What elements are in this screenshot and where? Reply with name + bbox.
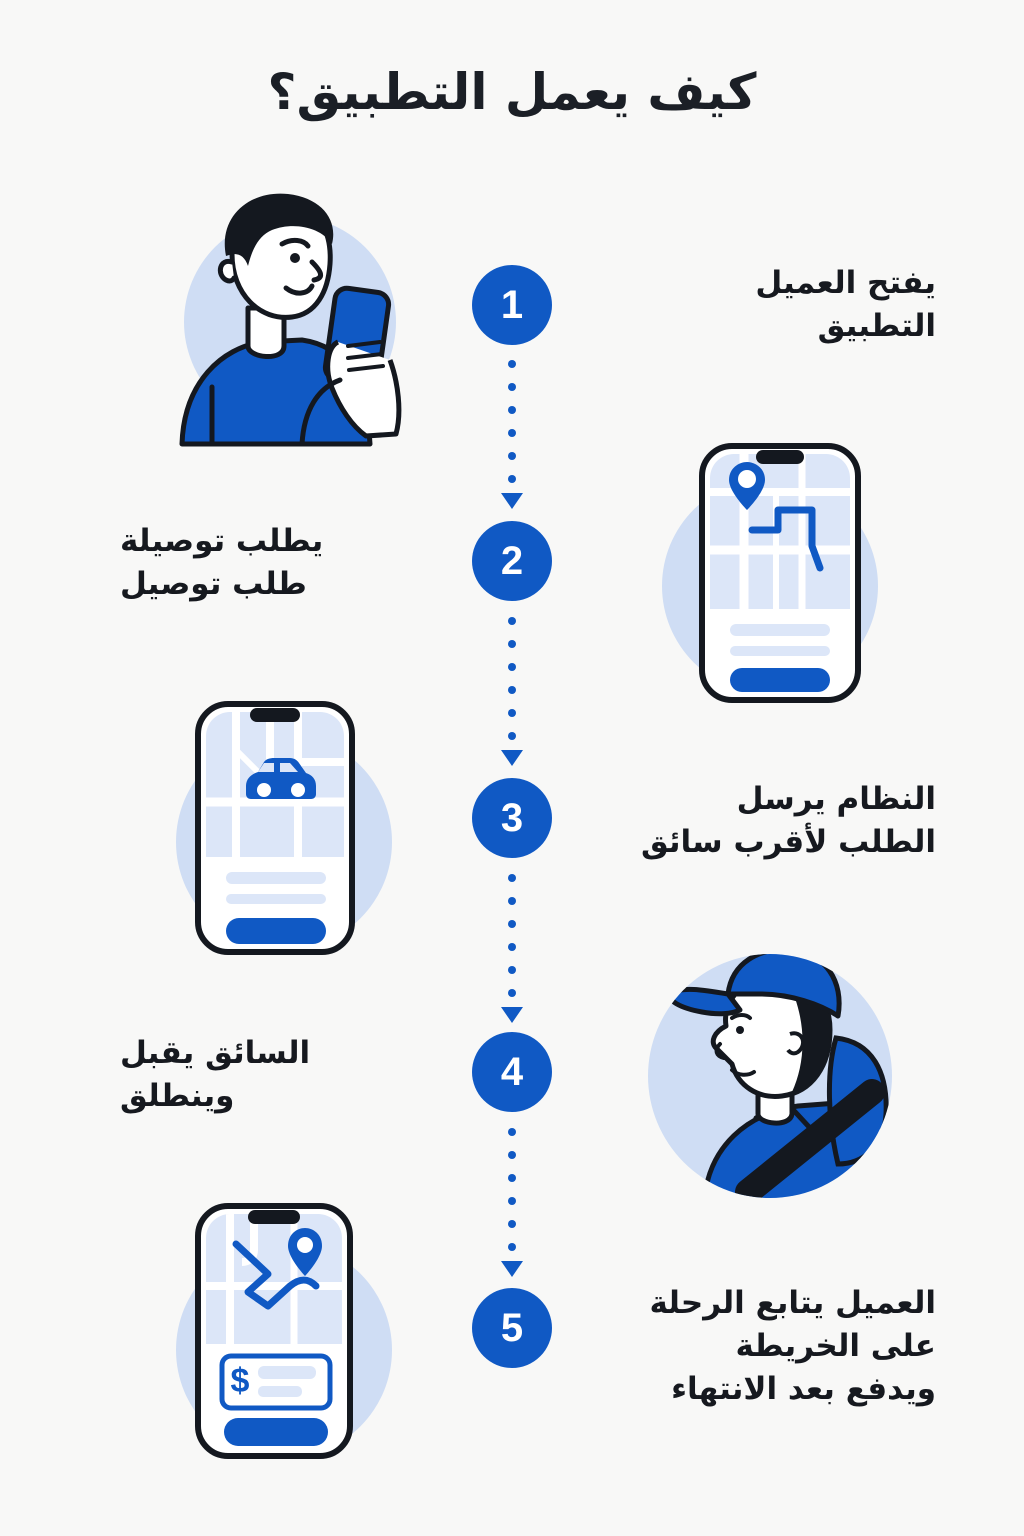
dot	[508, 663, 516, 671]
step-number-badge-3[interactable]: 3	[472, 778, 552, 858]
dot	[508, 1243, 516, 1251]
dot	[508, 1174, 516, 1182]
step-number-badge-4[interactable]: 4	[472, 1032, 552, 1112]
step-description-2: يطلب توصيلة طلب توصيل	[120, 523, 324, 602]
dot	[508, 452, 516, 460]
dot	[508, 429, 516, 437]
dot	[508, 966, 516, 974]
dot	[508, 732, 516, 740]
page-title: كيف يعمل التطبيق؟	[267, 63, 757, 121]
dot	[508, 1220, 516, 1228]
person-holding-phone-illustration	[152, 182, 422, 452]
dot	[508, 943, 516, 951]
step-description-1: يفتح العميل التطبيق	[755, 265, 936, 344]
step-number-badge-5[interactable]: 5	[472, 1288, 552, 1368]
phone-route-payment-illustration: $	[150, 1200, 420, 1470]
dot	[508, 920, 516, 928]
dot	[508, 360, 516, 368]
dot	[508, 1197, 516, 1205]
dot	[508, 1128, 516, 1136]
svg-text:$: $	[231, 1362, 250, 1400]
dotted-line	[508, 360, 516, 483]
dot	[508, 989, 516, 997]
step-number-badge-1[interactable]: 1	[472, 265, 552, 345]
dot	[508, 640, 516, 648]
dot	[508, 686, 516, 694]
dot	[508, 1151, 516, 1159]
dotted-line	[508, 874, 516, 997]
down-arrow-icon	[501, 1261, 523, 1277]
dot	[508, 874, 516, 882]
step-number-label: 2	[500, 539, 524, 583]
connector-4-5	[501, 1128, 523, 1277]
dot	[508, 709, 516, 717]
dotted-line	[508, 617, 516, 740]
dot	[508, 383, 516, 391]
step-description-5: العميل يتابع الرحلة على الخريطة ويدفع بع…	[649, 1285, 936, 1407]
down-arrow-icon	[501, 493, 523, 509]
step-number-label: 5	[500, 1306, 524, 1350]
step-number-label: 4	[500, 1050, 524, 1094]
step-number-badge-2[interactable]: 2	[472, 521, 552, 601]
step-number-label: 1	[500, 283, 524, 327]
phone-map-pin-route-illustration	[652, 438, 922, 708]
down-arrow-icon	[501, 750, 523, 766]
dot	[508, 475, 516, 483]
step-number-label: 3	[500, 796, 524, 840]
phone-map-car-illustration	[150, 692, 420, 962]
step-description-4: السائق يقبل وينطلق	[120, 1035, 311, 1114]
dot	[508, 897, 516, 905]
driver-with-cap-illustration	[640, 942, 910, 1212]
step-description-3: النظام يرسل الطلب لأقرب سائق	[640, 781, 936, 860]
connector-2-3	[501, 617, 523, 766]
down-arrow-icon	[501, 1007, 523, 1023]
dot	[508, 617, 516, 625]
dot	[508, 406, 516, 414]
connector-3-4	[501, 874, 523, 1023]
connector-1-2	[501, 360, 523, 509]
dotted-line	[508, 1128, 516, 1251]
